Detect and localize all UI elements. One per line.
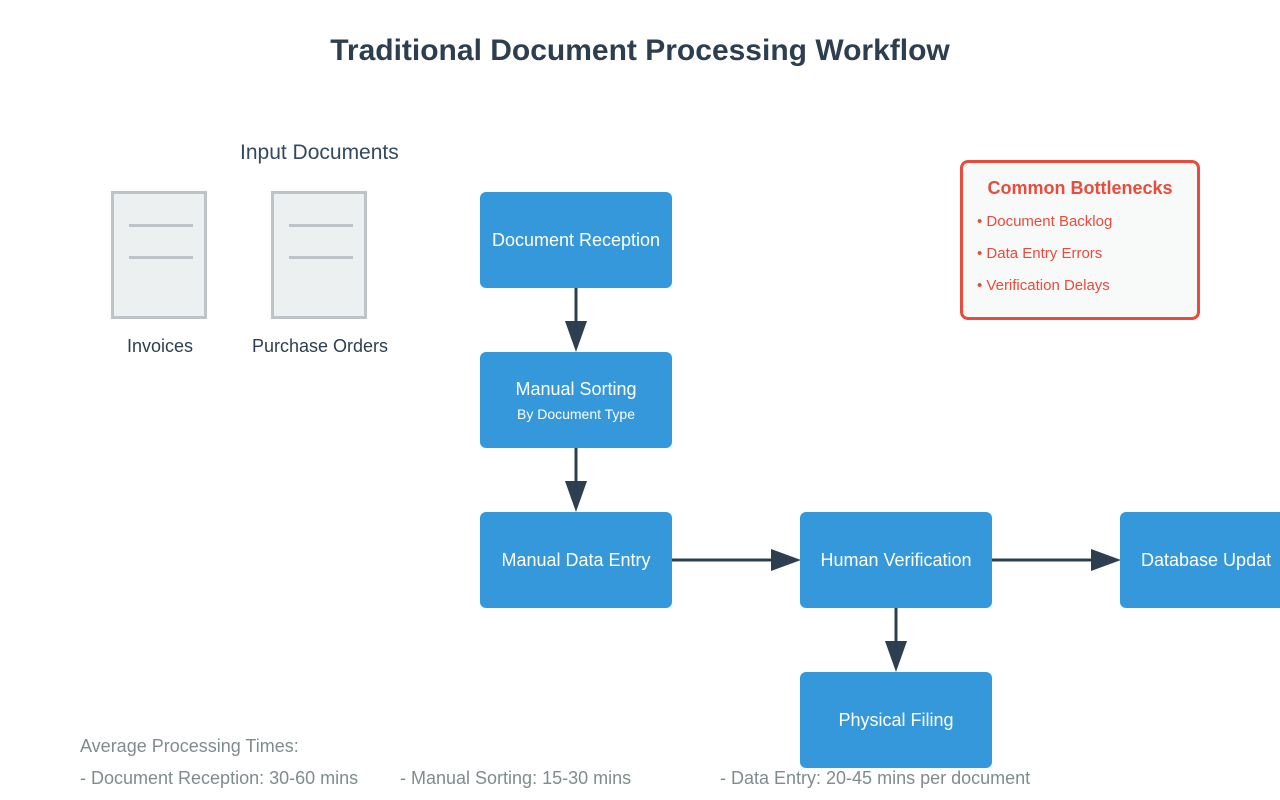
bottleneck-item: • Verification Delays bbox=[977, 277, 1110, 294]
input-documents-label: Input Documents bbox=[240, 141, 399, 164]
invoice-document-icon bbox=[111, 191, 207, 319]
arrowhead-sorting-to-entry bbox=[565, 481, 587, 512]
processing-time-item: - Manual Sorting: 15-30 mins bbox=[400, 768, 632, 788]
arrowhead-entry-to-verification bbox=[771, 549, 801, 571]
node-document-reception: Document Reception bbox=[480, 192, 672, 288]
bottlenecks-box: Common Bottlenecks • Document Backlog • … bbox=[960, 160, 1200, 320]
node-label: Manual Data Entry bbox=[501, 549, 651, 570]
processing-times-title: Average Processing Times: bbox=[80, 736, 299, 756]
node-human-verification: Human Verification bbox=[800, 512, 992, 608]
document-line bbox=[289, 256, 353, 259]
bottleneck-item: • Data Entry Errors bbox=[977, 245, 1103, 262]
document-line bbox=[129, 256, 193, 259]
purchase-order-document-icon bbox=[271, 191, 367, 319]
node-label: Document Reception bbox=[491, 229, 661, 250]
processing-time-item: - Data Entry: 20-45 mins per document bbox=[720, 768, 1031, 788]
node-manual-data-entry: Manual Data Entry bbox=[480, 512, 672, 608]
purchase-orders-caption: Purchase Orders bbox=[251, 336, 389, 356]
node-physical-filing: Physical Filing bbox=[800, 672, 992, 768]
bottleneck-item: • Document Backlog bbox=[977, 213, 1113, 230]
bottlenecks-title: Common Bottlenecks bbox=[987, 178, 1173, 198]
node-label: Physical Filing bbox=[838, 709, 954, 730]
diagram-title: Traditional Document Processing Workflow bbox=[330, 34, 950, 67]
arrowhead-reception-to-sorting bbox=[565, 321, 587, 352]
node-manual-sorting: Manual Sorting By Document Type bbox=[480, 352, 672, 448]
node-label: Human Verification bbox=[820, 549, 972, 570]
processing-time-item: - Document Reception: 30-60 mins bbox=[80, 768, 359, 788]
document-line bbox=[289, 224, 353, 227]
document-line bbox=[129, 224, 193, 227]
invoices-caption: Invoices bbox=[126, 336, 194, 356]
arrowhead-verification-to-database bbox=[1091, 549, 1121, 571]
node-label: Manual Sorting bbox=[515, 378, 637, 399]
arrowhead-verification-to-filing bbox=[885, 641, 907, 672]
node-label: Database Updat bbox=[1141, 549, 1272, 570]
node-sublabel: By Document Type bbox=[516, 405, 636, 422]
node-database-update: Database Updat bbox=[1120, 512, 1280, 608]
